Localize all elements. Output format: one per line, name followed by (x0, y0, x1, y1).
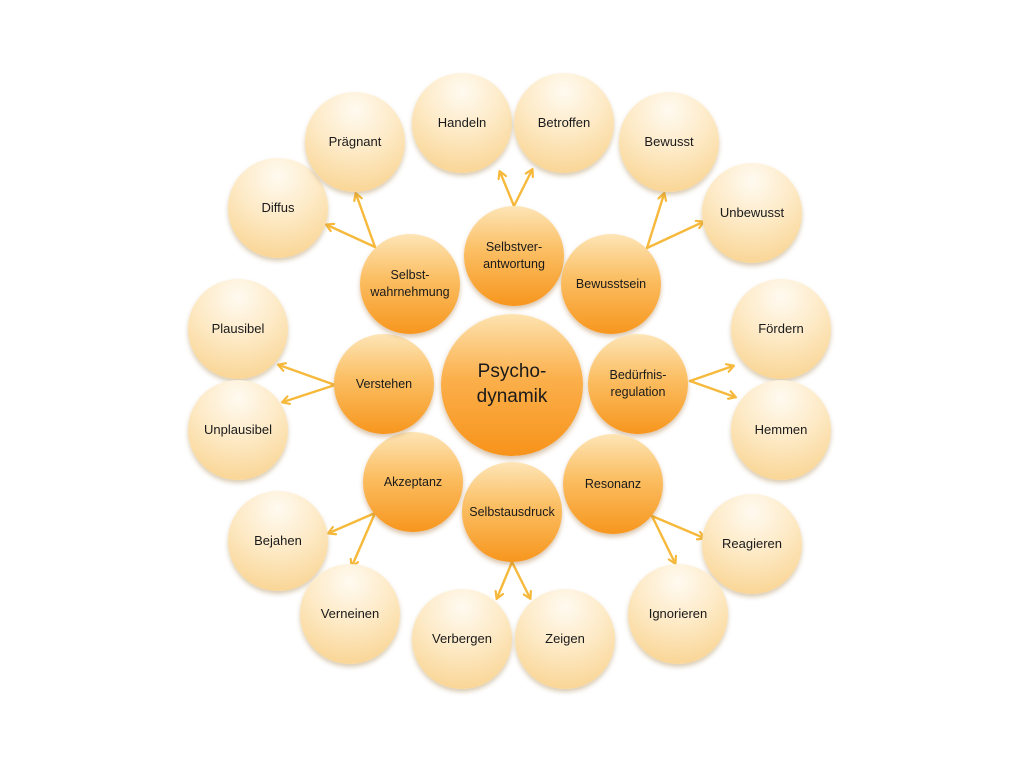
arrow-selbstverantwortung-handeln (500, 172, 516, 208)
leaf-node-hemmen: Hemmen (731, 380, 831, 480)
arrow-selbstwahrnehmung-diffus (327, 225, 377, 249)
leaf-node-verbergen: Verbergen (412, 589, 512, 689)
leaf-node-handeln: Handeln (412, 73, 512, 173)
arrow-resonanz-ignorieren (650, 514, 675, 563)
arrow-selbstausdruck-zeigen (510, 560, 530, 598)
arrow-akzeptanz-bejahen (329, 511, 377, 533)
category-node-akzeptanz: Akzeptanz (363, 432, 463, 532)
category-node-selbstausdruck: Selbstausdruck (462, 462, 562, 562)
leaf-node-unplausibel: Unplausibel (188, 380, 288, 480)
arrow-beduerfnisregulation-hemmen (688, 379, 735, 397)
leaf-node-foerdern: Fördern (731, 279, 831, 379)
leaf-node-diffus: Diffus (228, 158, 328, 258)
category-node-resonanz: Resonanz (563, 434, 663, 534)
arrow-verstehen-plausibel (279, 365, 337, 387)
arrow-beduerfnisregulation-foerdern (688, 366, 733, 383)
arrow-bewusstsein-bewusst (645, 194, 664, 250)
arrow-selbstwahrnehmung-praegnant (356, 194, 377, 249)
category-node-beduerfnisregulation: Bedürfnis- regulation (588, 334, 688, 434)
category-node-bewusstsein: Bewusstsein (561, 234, 661, 334)
arrow-akzeptanz-verneinen (352, 511, 377, 566)
arrow-selbstausdruck-verbergen (497, 560, 514, 598)
arrow-verstehen-unplausibel (283, 383, 337, 402)
leaf-node-bewusst: Bewusst (619, 92, 719, 192)
leaf-node-bejahen: Bejahen (228, 491, 328, 591)
leaf-node-plausibel: Plausibel (188, 279, 288, 379)
leaf-node-verneinen: Verneinen (300, 564, 400, 664)
leaf-node-unbewusst: Unbewusst (702, 163, 802, 263)
leaf-node-reagieren: Reagieren (702, 494, 802, 594)
leaf-node-ignorieren: Ignorieren (628, 564, 728, 664)
arrow-bewusstsein-unbewusst (645, 222, 703, 250)
leaf-node-praegnant: Prägnant (305, 92, 405, 192)
category-node-verstehen: Verstehen (334, 334, 434, 434)
arrow-resonanz-reagieren (650, 514, 704, 538)
category-node-selbstwahrnehmung: Selbst- wahrnehmung (360, 234, 460, 334)
center-node-psychodynamik: Psycho- dynamik (441, 314, 583, 456)
leaf-node-zeigen: Zeigen (515, 589, 615, 689)
arrow-selbstverantwortung-betroffen (512, 170, 532, 208)
leaf-node-betroffen: Betroffen (514, 73, 614, 173)
category-node-selbstverantwortung: Selbstver- antwortung (464, 206, 564, 306)
